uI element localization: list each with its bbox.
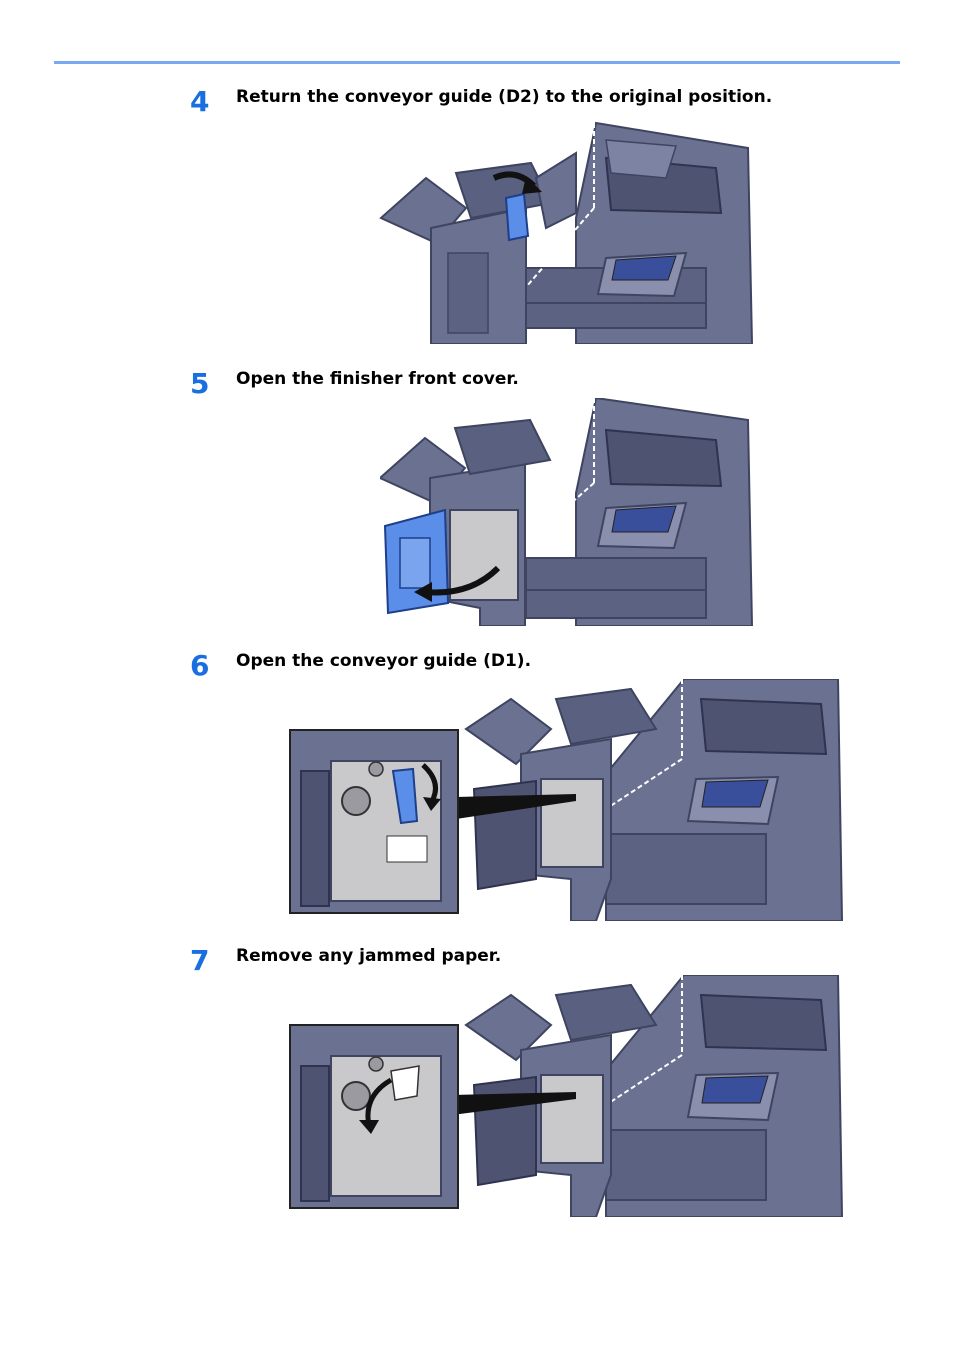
rotate-arrow-icon [492, 171, 542, 194]
printer-main-body [525, 121, 754, 344]
step-4-text: Return the conveyor guide (D2) to the or… [236, 87, 773, 107]
step-6-text: Open the conveyor guide (D1). [236, 651, 532, 671]
step-6-number: 6 [190, 649, 210, 682]
step-4-illustration [379, 121, 754, 344]
pull-arrow-icon [359, 1077, 393, 1134]
step-7-illustration [452, 975, 843, 1217]
finisher-unit [379, 151, 577, 344]
conveyor-guide-d1 [391, 767, 419, 825]
step-6-illustration [456, 679, 843, 921]
label-plate [386, 835, 428, 863]
header-rule [54, 61, 900, 64]
step-5-illustration [380, 398, 754, 626]
zoom-callout-pointer [452, 1092, 576, 1115]
step-7-text: Remove any jammed paper. [236, 946, 502, 966]
operation-panel [686, 1071, 780, 1122]
operation-panel [596, 501, 688, 550]
finisher-front-cover [383, 508, 450, 615]
step-7-number: 7 [190, 944, 210, 977]
open-arrow-icon [414, 565, 501, 602]
jammed-paper [390, 1065, 420, 1101]
step-6-detail-inset [289, 729, 459, 914]
finisher-unit [380, 418, 552, 626]
down-arrow-icon [421, 763, 441, 811]
operation-panel [596, 251, 688, 298]
step-5-text: Open the finisher front cover. [236, 369, 519, 389]
step-5-number: 5 [190, 367, 210, 400]
step-7-detail-inset [289, 1024, 459, 1209]
step-4-number: 4 [190, 85, 210, 118]
operation-panel [686, 775, 780, 826]
zoom-callout-pointer [456, 794, 576, 819]
conveyor-guide-d2 [504, 192, 530, 242]
